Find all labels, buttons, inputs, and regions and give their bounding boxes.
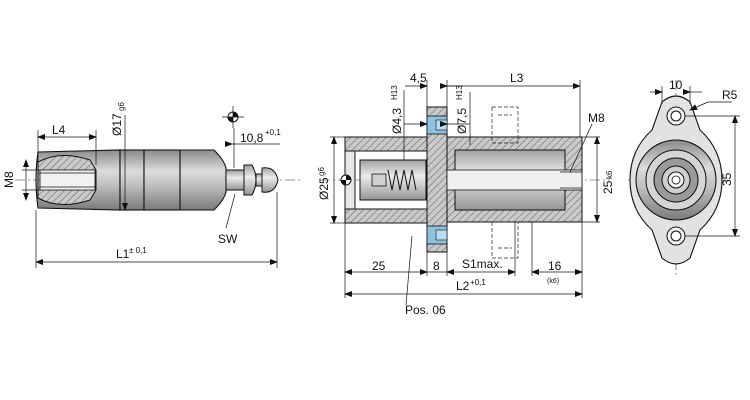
middle-total-label: L2	[456, 279, 470, 293]
hidden-screw-top	[491, 106, 519, 144]
middle-position-label: Pos. 06	[405, 303, 446, 317]
left-total-label: L1	[116, 247, 130, 261]
left-diameter-tol: g6	[117, 102, 126, 111]
middle-dim-16-tol: (k6)	[547, 278, 559, 285]
right-view: 10 R5 35	[628, 78, 740, 275]
plunger-knob	[225, 164, 279, 196]
left-total-tol: ± 0,1	[129, 246, 147, 255]
middle-dim-25: 25	[372, 259, 386, 273]
middle-dim-L3: L3	[510, 71, 524, 85]
middle-dim-8: 8	[433, 259, 440, 273]
middle-bore-small: Ø4,3	[390, 108, 404, 134]
flange	[426, 106, 448, 253]
bushing-body	[446, 136, 583, 223]
middle-diameter-tol: g6	[317, 167, 326, 176]
hidden-screw-bottom	[491, 221, 519, 259]
left-offset-tol: +0,1	[265, 128, 281, 137]
middle-body-dia-tol: k6	[605, 170, 614, 179]
right-radius-label: R5	[722, 88, 738, 102]
middle-thread-label: M8	[588, 111, 605, 125]
middle-dim-16: 16	[548, 259, 562, 273]
left-diameter-label: Ø17	[110, 113, 124, 136]
middle-stroke-label: S1max.	[462, 257, 503, 271]
right-width-label: 10	[669, 78, 683, 92]
plunger-body	[35, 149, 227, 211]
middle-body-dia: 25	[601, 180, 615, 194]
left-thread-label: M8	[2, 171, 16, 188]
middle-total-tol: +0,1	[470, 278, 486, 287]
middle-dim-45: 4,5	[410, 71, 427, 85]
left-view: M8 L4 Ø17 g6 10,8 +0,1 SW L	[2, 102, 300, 268]
middle-diameter-label: Ø25	[317, 177, 331, 200]
middle-bore-large-tol: H13	[455, 85, 464, 100]
middle-bore-small-tol: H13	[390, 85, 399, 100]
crosshair-icon	[222, 106, 244, 128]
left-offset-label: 10,8	[240, 131, 264, 145]
right-height-label: 35	[720, 172, 734, 186]
left-wrench-label: SW	[218, 232, 238, 246]
middle-view: 4,5 L3 Ø4,3 H13 Ø7,5 H13 M8 Ø25 g6	[317, 71, 615, 317]
left-length-label: L4	[52, 123, 66, 137]
crosshair-icon	[340, 174, 352, 186]
middle-bore-large: Ø7,5	[455, 108, 469, 134]
